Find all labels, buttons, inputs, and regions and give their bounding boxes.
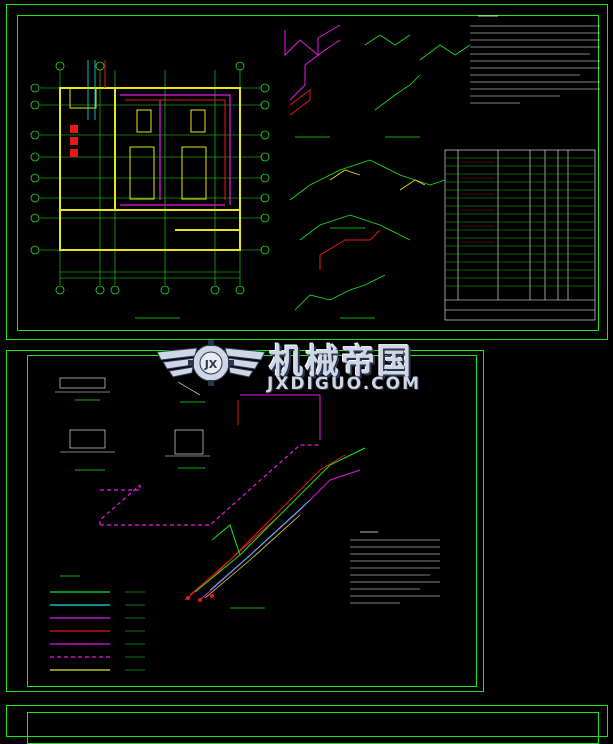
- top-sheet-inner-frame: [17, 15, 599, 331]
- winged-gear-emblem-icon: JX: [156, 340, 266, 386]
- watermark-domain: JXDIGUO.COM: [267, 374, 422, 394]
- top-drawing-sheet: [6, 4, 608, 340]
- pipe-system-isometric: [50, 377, 440, 671]
- equipment-room-floor-plan: [30, 15, 600, 321]
- watermark: JX 机械帝国 JXDIGUO.COM: [155, 330, 460, 400]
- svg-text:JX: JX: [204, 358, 218, 371]
- watermark-chinese-name: 机械帝国: [269, 342, 413, 382]
